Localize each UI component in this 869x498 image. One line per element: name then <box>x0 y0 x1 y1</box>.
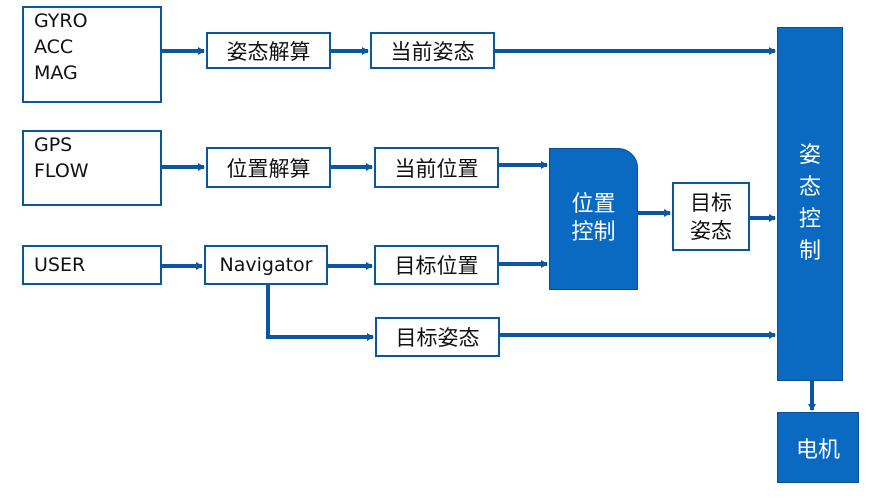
target-attitude-mid-line2: 姿态 <box>690 218 732 243</box>
position-control-label-line1: 位置 <box>571 192 616 217</box>
sensor-flow: FLOW <box>34 160 89 182</box>
current-position-label: 当前位置 <box>394 156 479 181</box>
navigator-box: Navigator <box>204 245 328 285</box>
attitude-control-char3: 控 <box>798 207 821 232</box>
target-position-label: 目标位置 <box>394 254 479 278</box>
attitude-estimation-label: 姿态解算 <box>226 39 311 64</box>
target-attitude-lower-box: 目标姿态 <box>375 317 500 357</box>
position-sensors-box: GPS FLOW <box>22 130 162 206</box>
sensor-gyro: GYRO <box>34 10 88 32</box>
attitude-estimation-box: 姿态解算 <box>206 32 331 69</box>
current-position-box: 当前位置 <box>374 147 499 188</box>
motor-block: 电机 <box>777 412 859 483</box>
position-estimation-box: 位置解算 <box>206 147 331 188</box>
arrow-navigator-to-target-attitude <box>266 284 374 341</box>
current-attitude-box: 当前姿态 <box>370 32 495 69</box>
target-attitude-mid-box: 目标 姿态 <box>672 182 750 251</box>
position-estimation-label: 位置解算 <box>226 156 311 181</box>
sensor-mag: MAG <box>34 62 78 84</box>
attitude-control-char2: 态 <box>798 175 821 200</box>
imu-sensors-box: GYRO ACC MAG <box>22 6 162 103</box>
attitude-control-block: 姿 态 控 制 <box>777 27 843 381</box>
attitude-control-char4: 制 <box>798 239 821 264</box>
motor-label: 电机 <box>795 437 840 463</box>
target-position-box: 目标位置 <box>374 245 499 285</box>
position-control-block: 位置 控制 <box>549 148 638 290</box>
target-attitude-lower-label: 目标姿态 <box>395 326 480 350</box>
position-control-label-line2: 控制 <box>571 220 616 245</box>
target-attitude-mid-line1: 目标 <box>690 190 732 215</box>
attitude-control-char1: 姿 <box>798 143 821 168</box>
navigator-label: Navigator <box>219 254 313 276</box>
sensor-gps: GPS <box>34 134 73 156</box>
sensor-acc: ACC <box>34 36 74 58</box>
user-label: USER <box>34 254 86 276</box>
user-box: USER <box>22 245 162 285</box>
current-attitude-label: 当前姿态 <box>390 39 475 64</box>
